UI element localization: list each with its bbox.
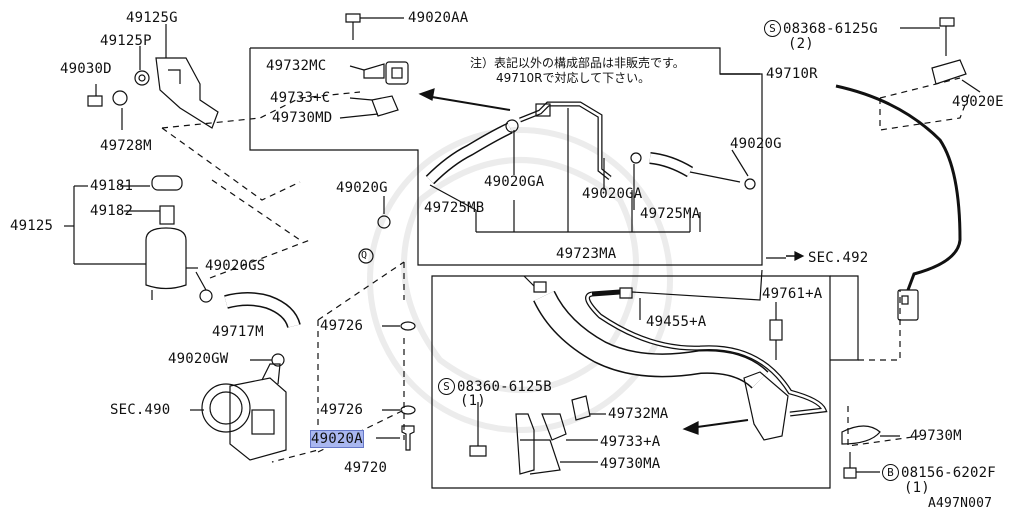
label-49732MA: 49732MA [608,406,669,422]
label-49710R: 49710R [766,66,818,82]
label-49020G-right: 49020G [730,136,782,152]
label-49730MA: 49730MA [600,456,661,472]
bolt-08156-code: 08156-6202F [901,465,996,481]
label-49020GS: 49020GS [205,258,266,274]
label-49020E: 49020E [952,94,1004,110]
label-bolt-08368-qty: (2) [788,36,814,52]
pump-pulley [201,383,251,433]
label-49020GA-left: 49020GA [484,174,545,190]
lower-assembly-frame [431,275,831,489]
label-49020AA: 49020AA [408,10,469,26]
label-49732MC: 49732MC [266,58,327,74]
label-bolt-08156-qty: (1) [904,480,930,496]
label-49125G: 49125G [126,10,178,26]
label-49455A: 49455+A [646,314,707,330]
label-49020G-left: 49020G [336,180,388,196]
label-49125: 49125 [10,218,54,234]
diagram-code: A497N007 [928,496,993,511]
label-49725MB: 49725MB [424,200,485,216]
label-49726-upper: 49726 [320,318,364,334]
label-49723MA: 49723MA [556,246,617,262]
label-sec490: SEC.490 [110,402,171,418]
circle-s-marker: S [764,20,781,37]
label-49125P: 49125P [100,33,152,49]
label-49728M: 49728M [100,138,152,154]
label-49020GW: 49020GW [168,351,229,367]
label-49020GA-right: 49020GA [582,186,643,202]
label-49717M: 49717M [212,324,264,340]
bolt-08368-code: 08368-6125G [783,21,878,37]
reservoir-cap [151,175,183,191]
label-49182: 49182 [90,203,134,219]
circle-b-marker: B [882,464,899,481]
label-49733A: 49733+A [600,434,661,450]
label-49726-lower: 49726 [320,402,364,418]
ref-q-marker: Q [361,250,368,261]
note-line-1: 注）表記以外の構成部品は非販売です。 [470,56,685,70]
label-bolt-08360-qty: (1) [460,393,486,409]
label-49725MA: 49725MA [640,206,701,222]
label-49730MD: 49730MD [272,110,333,126]
note-line-2: 49710Rで対応して下さい。 [496,71,651,85]
label-sec492: SEC.492 [808,250,869,266]
label-49733C: 49733+C [270,90,331,106]
label-49181: 49181 [90,178,134,194]
circle-s-marker: S [438,378,455,395]
bolt-08360-code: 08360-6125B [457,379,552,395]
label-49730M: 49730M [910,428,962,444]
label-49761A: 49761+A [762,286,823,302]
label-49030D: 49030D [60,61,112,77]
label-49720: 49720 [344,460,388,476]
label-49020A-highlighted[interactable]: 49020A [310,430,364,448]
